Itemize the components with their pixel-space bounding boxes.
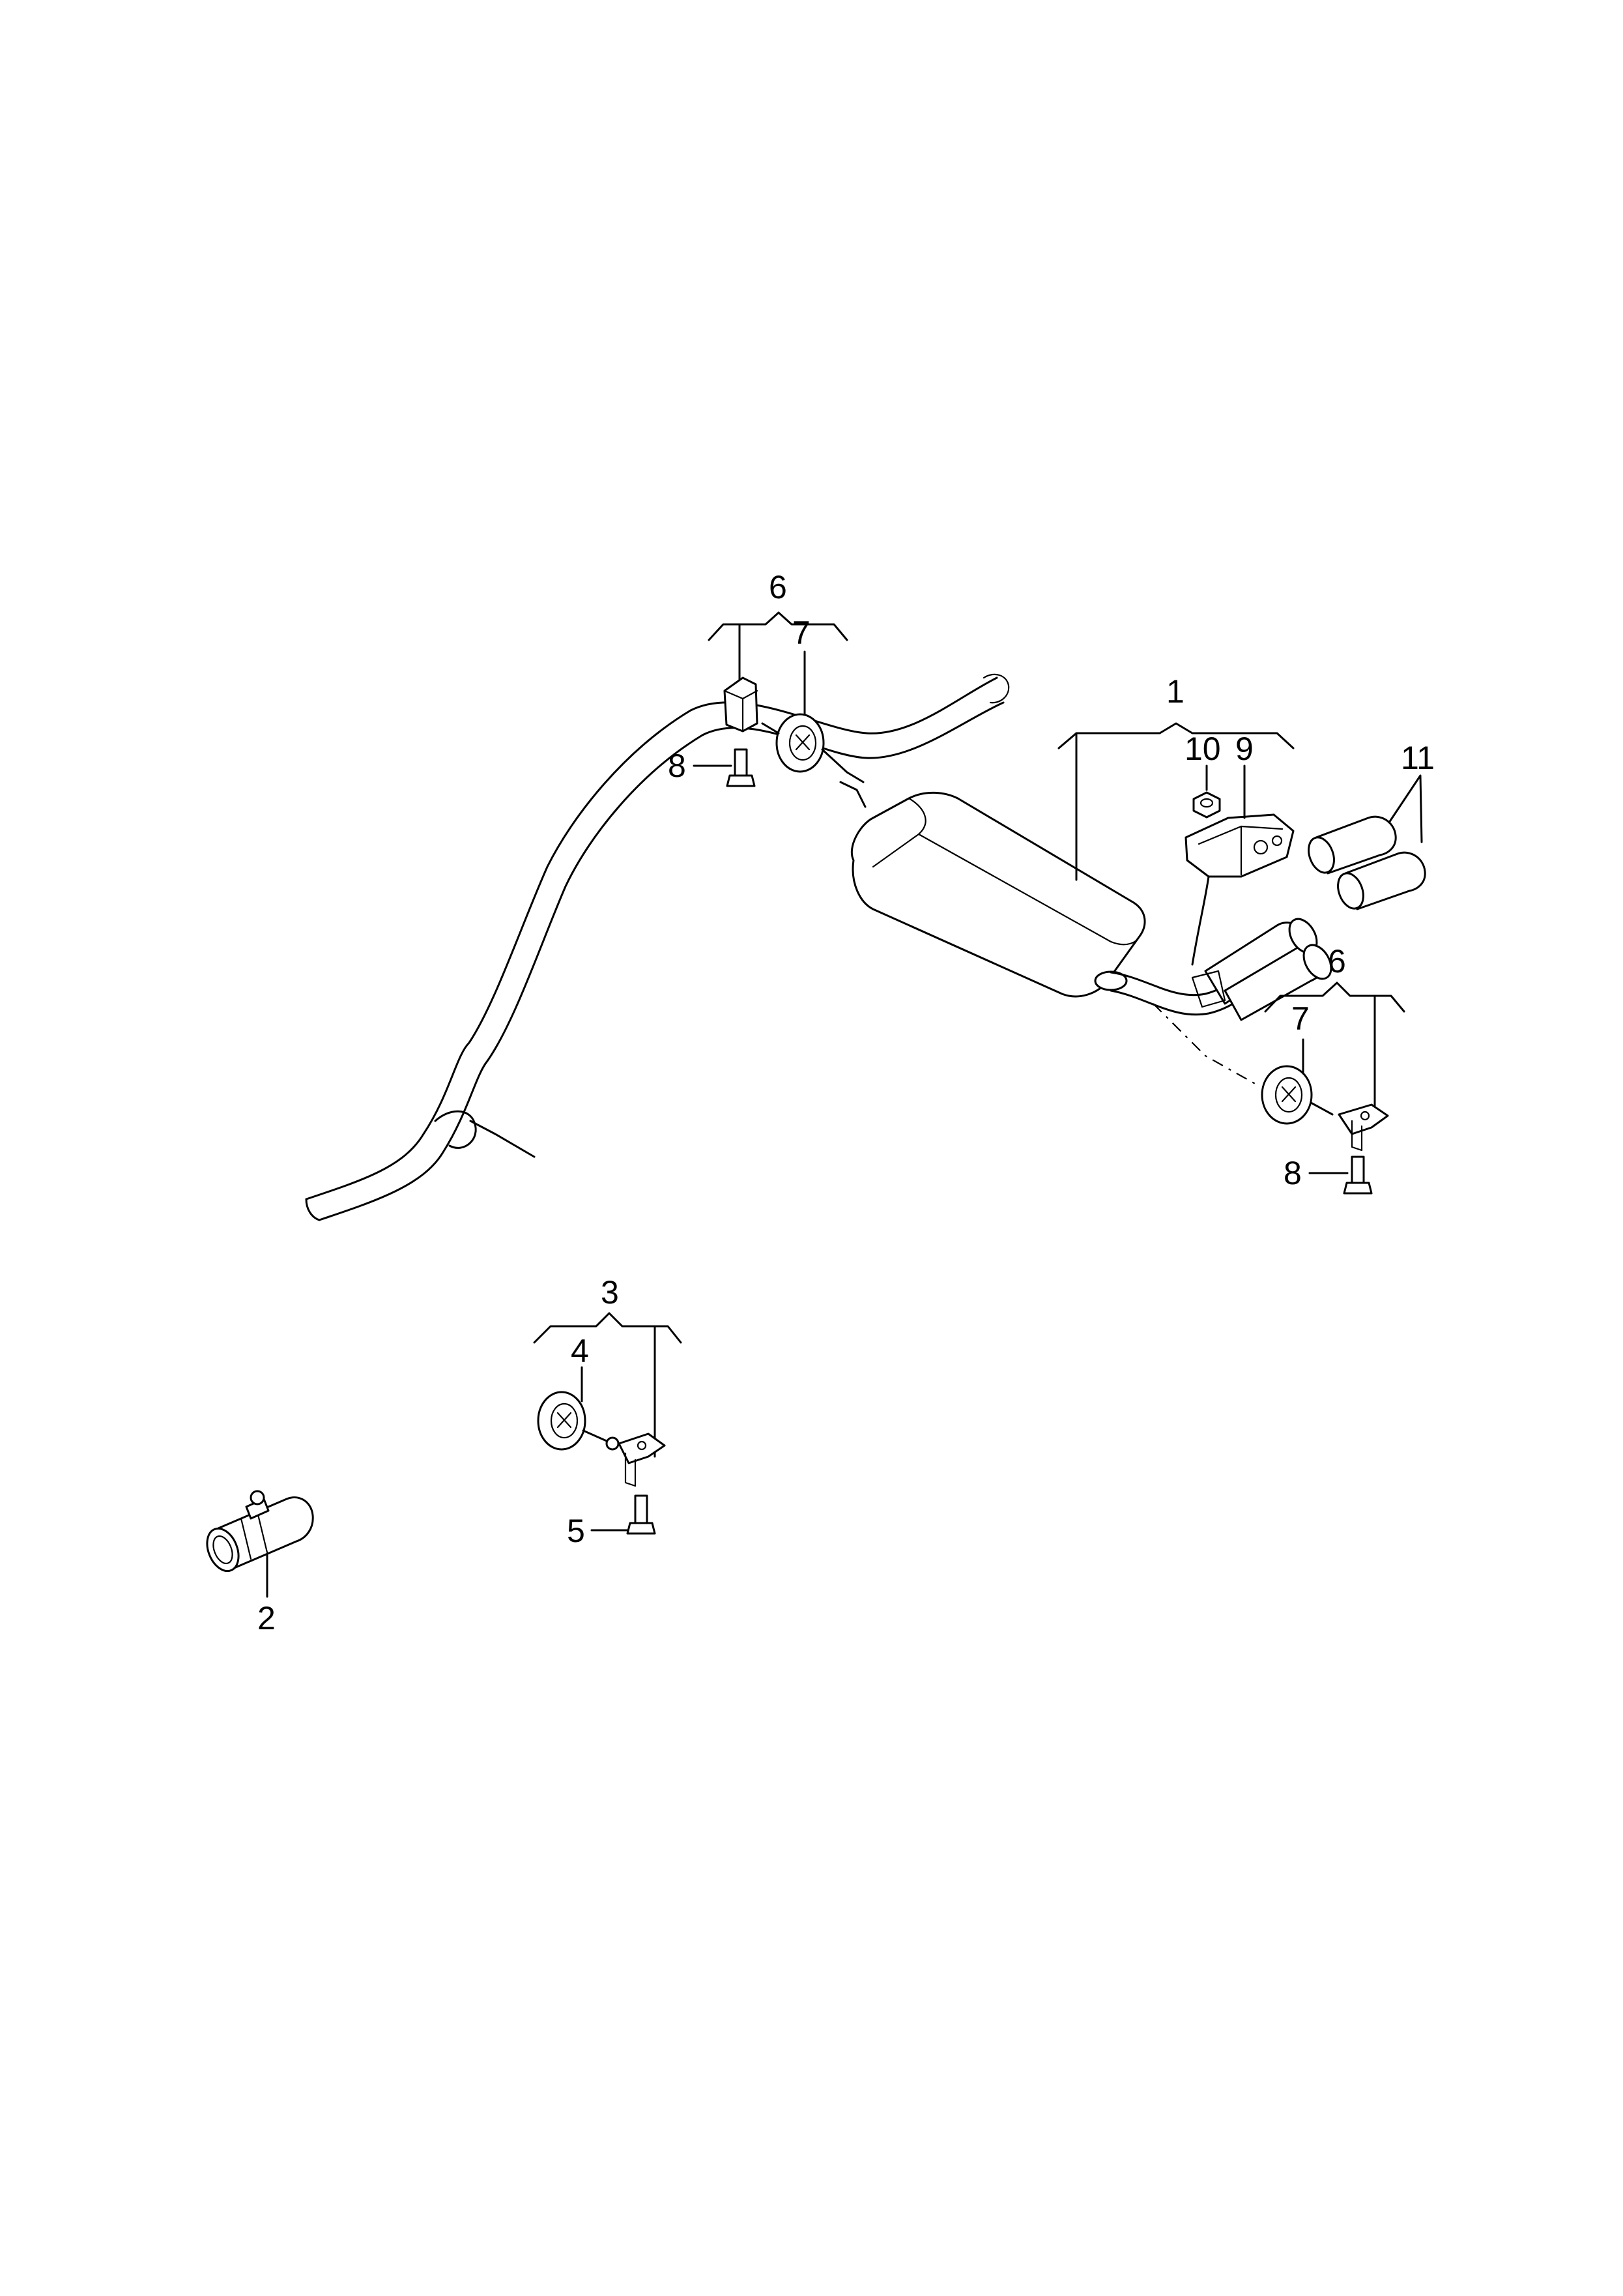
bolt-front bbox=[626, 1494, 656, 1535]
rubber-mount-right bbox=[1261, 1065, 1334, 1125]
callout-10: 10 bbox=[1185, 731, 1221, 767]
exhaust-flap-actuator bbox=[1185, 813, 1295, 966]
callout-6-right-group: 6 7 bbox=[1264, 943, 1405, 1119]
callout-2: 2 bbox=[257, 1600, 276, 1636]
callout-7-right: 7 bbox=[1291, 1000, 1310, 1037]
callout-1: 1 bbox=[1166, 673, 1185, 710]
hex-nut bbox=[1192, 791, 1221, 819]
callout-8-upper: 8 bbox=[668, 748, 686, 784]
exhaust-pipe bbox=[305, 676, 1005, 1221]
callout-6-upper-group: 6 7 bbox=[708, 569, 848, 723]
bolt-upper bbox=[726, 748, 756, 787]
leader-dashed bbox=[1153, 1003, 1258, 1086]
callout-6-upper: 6 bbox=[769, 569, 787, 605]
hanger-bracket-right bbox=[1338, 1103, 1389, 1152]
callout-3-group: 3 4 bbox=[533, 1274, 682, 1458]
exhaust-tips bbox=[1308, 815, 1426, 910]
callout-11: 11 bbox=[1401, 740, 1435, 776]
rubber-mount-front bbox=[537, 1391, 614, 1451]
hanger-bracket-upper bbox=[723, 676, 758, 733]
callout-1-group: 1 bbox=[1057, 673, 1295, 881]
callout-6-right: 6 bbox=[1328, 943, 1346, 980]
tail-pipes bbox=[1110, 918, 1332, 1021]
rubber-mount-upper bbox=[761, 713, 865, 783]
callout-7-upper: 7 bbox=[792, 615, 811, 651]
callout-8-right: 8 bbox=[1284, 1155, 1302, 1191]
rear-silencer bbox=[839, 673, 1146, 998]
bolt-right bbox=[1343, 1155, 1373, 1195]
callout-4: 4 bbox=[571, 1333, 589, 1369]
callout-5: 5 bbox=[567, 1513, 585, 1549]
pipe-clamp bbox=[206, 1198, 321, 1573]
callout-3: 3 bbox=[601, 1274, 619, 1311]
hanger-bracket-front bbox=[605, 1432, 666, 1487]
callout-9: 9 bbox=[1235, 731, 1254, 767]
